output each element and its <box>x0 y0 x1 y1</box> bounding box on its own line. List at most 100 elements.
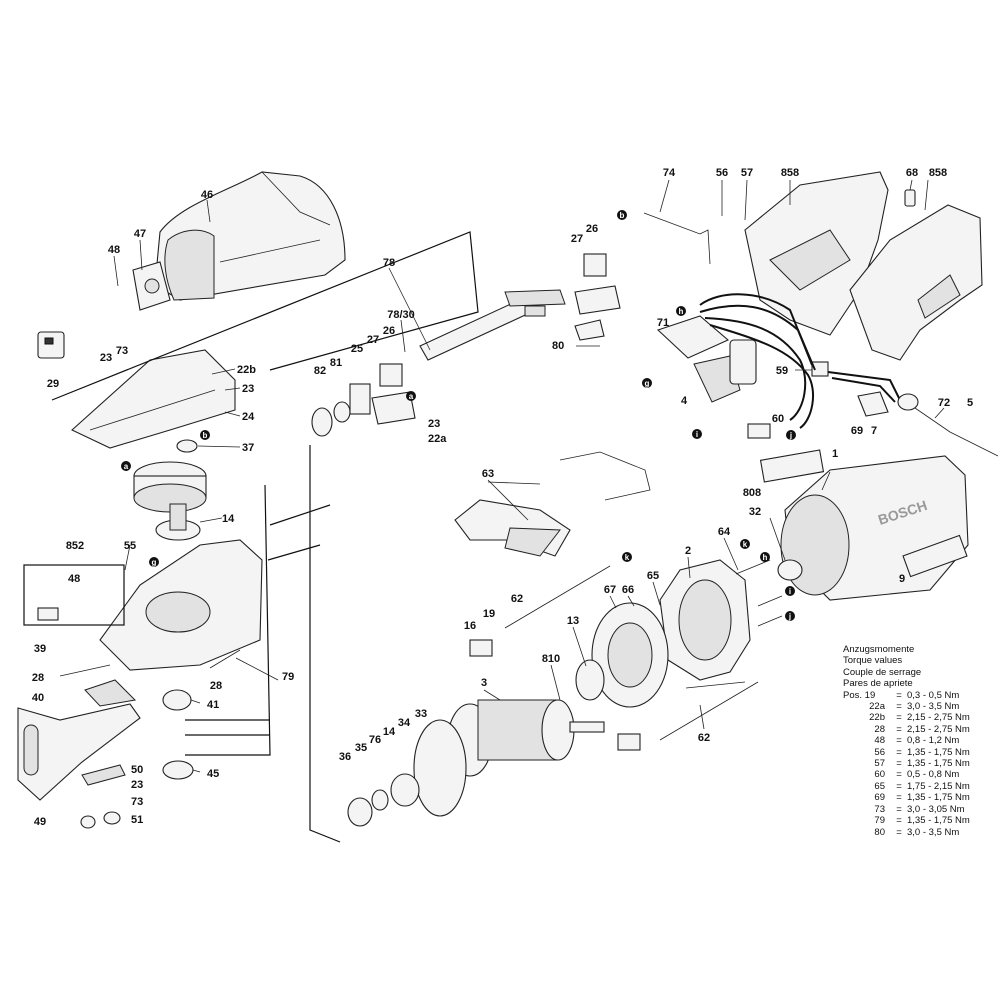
torque-row: 80 = 3,0 - 3,5 Nm <box>843 827 970 838</box>
part-14-shaft <box>155 503 201 541</box>
torque-value: 1,35 - 1,75 Nm <box>907 815 970 827</box>
torque-row: 28=2,15 - 2,75 Nm <box>843 723 969 735</box>
label-29: 29 <box>47 378 59 390</box>
svg-text:a: a <box>124 462 129 471</box>
label-33: 33 <box>415 708 427 720</box>
label-68: 68 <box>906 167 918 179</box>
label-45: 45 <box>207 768 219 780</box>
label-59: 59 <box>776 365 788 377</box>
marker-i1: i <box>692 429 702 439</box>
svg-text:g: g <box>152 558 157 567</box>
label-23: 23 <box>131 779 143 791</box>
part-33-baffle <box>413 719 467 817</box>
leader-lines <box>113 179 945 773</box>
label-25: 25 <box>351 343 363 355</box>
torque-row: 57=1,35 - 1,75 Nm <box>843 758 970 770</box>
label-56: 56 <box>716 167 728 179</box>
torque-value: 1,35 - 1,75 Nm <box>907 758 970 770</box>
torque-row: 22b=2,15 - 2,75 Nm <box>843 712 970 723</box>
label-32: 32 <box>749 506 761 518</box>
part-858-housing-halves <box>744 171 983 361</box>
torque-sep: = <box>896 746 902 758</box>
part-808-9-labels <box>759 449 968 578</box>
torque-row: Pos. 19=0,3 - 0,5 Nm <box>843 690 970 701</box>
label-26: 26 <box>586 223 598 235</box>
torque-pos: 65 <box>874 780 885 792</box>
torque-pos: 80 <box>874 826 885 838</box>
label-65: 65 <box>647 570 659 582</box>
label-23: 23 <box>242 383 254 395</box>
marker-b2: b <box>617 210 627 220</box>
label-7: 7 <box>871 425 877 437</box>
torque-row: 69=1,35 - 1,75 Nm <box>843 792 970 804</box>
label-64: 64 <box>718 526 731 538</box>
torque-row: 65=1,75 - 2,15 Nm <box>843 780 970 792</box>
torque-sep: = <box>896 815 902 827</box>
svg-text:b: b <box>203 431 208 440</box>
marker-k2: k <box>740 539 750 549</box>
label-63: 63 <box>482 468 494 480</box>
marker-h1: h <box>676 306 686 316</box>
label-72: 72 <box>938 397 950 409</box>
part-852-switch-wiring <box>23 564 125 626</box>
marker-i2: i <box>785 586 795 596</box>
label-62: 62 <box>511 593 523 605</box>
torque-sep: = <box>896 803 902 815</box>
torque-value: 1,35 - 1,75 Nm <box>907 792 970 804</box>
torque-sep: = <box>896 792 902 804</box>
label-81: 81 <box>330 357 342 369</box>
torque-sep: = <box>896 735 902 747</box>
part-25-26-27-guide <box>349 363 416 425</box>
part-3-armature <box>447 699 605 777</box>
svg-text:i: i <box>696 430 698 439</box>
torque-rows: Pos. 19=0,3 - 0,5 Nm 22a=3,0 - 3,5 Nm 22… <box>843 690 970 838</box>
label-37: 37 <box>242 442 254 454</box>
torque-value: 1,75 - 2,15 Nm <box>907 780 970 792</box>
part-41-bearing <box>162 689 192 711</box>
part-wiring-harness <box>699 293 901 429</box>
part-46-nose-guard <box>154 171 346 301</box>
part-28-screws <box>59 649 241 677</box>
torque-sep: = <box>896 712 902 724</box>
label-24: 24 <box>242 411 255 423</box>
torque-pos: 56 <box>874 746 885 758</box>
torque-heading-fr: Couple de serrage <box>843 666 922 678</box>
torque-row: 73=3,0 - 3,05 Nm <box>843 804 970 815</box>
svg-text:g: g <box>645 379 650 388</box>
part-78-plunger <box>419 289 566 361</box>
part-gear-wheel <box>133 461 207 513</box>
torque-value: 3,0 - 3,05 Nm <box>907 803 965 815</box>
svg-text:i: i <box>789 587 791 596</box>
label-47: 47 <box>134 228 146 240</box>
label-41: 41 <box>207 699 219 711</box>
part-60-69-fasteners <box>747 391 889 439</box>
part-2-stator <box>659 559 751 681</box>
part-16-19-brush <box>469 639 641 751</box>
svg-text:j: j <box>789 431 792 440</box>
label-73: 73 <box>131 796 143 808</box>
label-71: 71 <box>657 317 669 329</box>
marker-h2: h <box>760 552 770 562</box>
label-36: 36 <box>339 751 351 763</box>
part-37-bearing <box>176 439 198 453</box>
part-24-gear-cover <box>71 349 236 449</box>
torque-pos: 79 <box>874 815 885 827</box>
torque-value: 0,8 - 1,2 Nm <box>907 735 960 747</box>
torque-value: 3,0 - 3,5 Nm <box>907 701 960 713</box>
bracket-frames <box>51 231 479 843</box>
torque-sep: = <box>896 723 902 735</box>
torque-value: 3,0 - 3,5 Nm <box>907 826 960 838</box>
part-72-5-cable <box>897 393 999 457</box>
svg-text:h: h <box>679 307 684 316</box>
label-808: 808 <box>743 487 761 499</box>
label-74: 74 <box>663 167 676 179</box>
label-5: 5 <box>967 397 973 409</box>
label-50: 50 <box>131 764 143 776</box>
torque-sep: = <box>896 826 902 838</box>
torque-values-table: Anzugsmomente Torque values Couple de se… <box>843 644 993 838</box>
label-27: 27 <box>571 233 583 245</box>
label-22a: 22a <box>428 433 447 445</box>
label-23: 23 <box>100 352 112 364</box>
label-73: 73 <box>116 345 128 357</box>
